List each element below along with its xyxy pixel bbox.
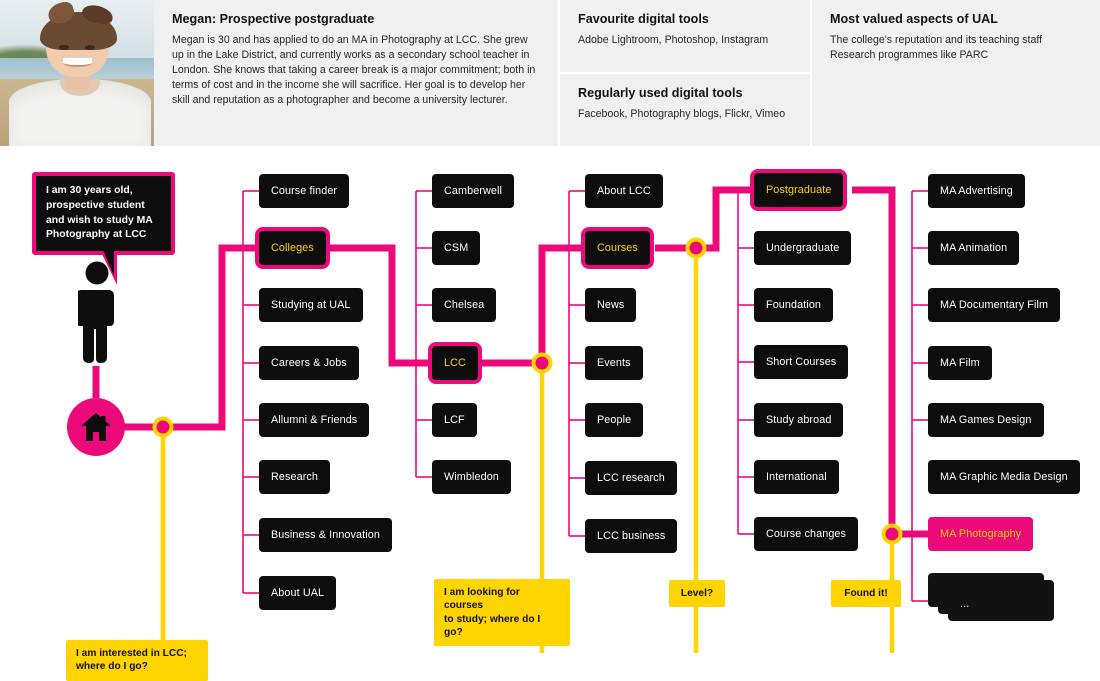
valued-aspects-panel: Most valued aspects of UAL The college's… xyxy=(812,0,1100,146)
junction-dot-3 xyxy=(685,237,707,259)
node-ma-documentary-film[interactable]: MA Documentary Film xyxy=(928,288,1061,322)
home-node[interactable] xyxy=(67,398,125,456)
node-wimbledon[interactable]: Wimbledon xyxy=(432,460,511,494)
node-foundation[interactable]: Foundation xyxy=(754,288,834,322)
valued-aspects-body: The college's reputation and its teachin… xyxy=(830,34,1043,62)
node-ma-film[interactable]: MA Film xyxy=(928,346,992,380)
path-home-to-colleges xyxy=(124,244,259,431)
callout-found-it: Found it! xyxy=(831,580,901,608)
node-courses[interactable]: Courses xyxy=(585,231,650,265)
node-alumni-and-friends[interactable]: Allumni & Friends xyxy=(259,403,370,437)
node-careers-and-jobs[interactable]: Careers & Jobs xyxy=(259,346,359,380)
callout-level: Level? xyxy=(669,580,725,608)
node-about-lcc[interactable]: About LCC xyxy=(585,174,663,208)
persona-summary-panel: Megan: Prospective postgraduate Megan is… xyxy=(154,0,558,146)
panel-divider-1 xyxy=(558,0,560,146)
node-postgraduate[interactable]: Postgraduate xyxy=(754,173,844,207)
valued-aspects-title: Most valued aspects of UAL xyxy=(830,12,998,26)
node-colleges[interactable]: Colleges xyxy=(259,231,326,265)
junction-dot-4 xyxy=(881,523,903,545)
node-study-abroad[interactable]: Study abroad xyxy=(754,403,844,437)
node-more-stack-front[interactable]: ... xyxy=(948,587,1054,621)
regular-tools-body: Facebook, Photography blogs, Flickr, Vim… xyxy=(578,108,786,121)
start-speech-bubble: I am 30 years old, prospective student a… xyxy=(32,172,175,256)
photo-smile xyxy=(63,58,93,68)
node-lcc[interactable]: LCC xyxy=(432,346,478,380)
node-lcc-business[interactable]: LCC business xyxy=(585,519,678,553)
junction-dots xyxy=(152,237,903,545)
path-courses-to-postgraduate xyxy=(655,186,754,252)
node-news[interactable]: News xyxy=(585,288,637,322)
node-chelsea[interactable]: Chelsea xyxy=(432,288,497,322)
favourite-tools-body: Adobe Lightroom, Photoshop, Instagram xyxy=(578,34,769,47)
node-undergraduate[interactable]: Undergraduate xyxy=(754,231,852,265)
node-people[interactable]: People xyxy=(585,403,644,437)
persona-header: Megan: Prospective postgraduate Megan is… xyxy=(0,0,1100,146)
node-csm[interactable]: CSM xyxy=(432,231,481,265)
node-about-ual[interactable]: About UAL xyxy=(259,576,337,610)
junction-dot-2 xyxy=(531,352,553,374)
photo-hair xyxy=(40,11,118,50)
node-lcf[interactable]: LCF xyxy=(432,403,477,437)
node-ma-animation[interactable]: MA Animation xyxy=(928,231,1020,265)
path-colleges-to-lcc xyxy=(327,244,432,367)
path-postgraduate-to-photography xyxy=(852,186,928,538)
panel-divider-2 xyxy=(810,0,812,146)
persona-description: Megan is 30 and has applied to do an MA … xyxy=(172,34,536,107)
node-lcc-research[interactable]: LCC research xyxy=(585,461,677,495)
node-research[interactable]: Research xyxy=(259,460,331,494)
thin-connectors xyxy=(242,190,928,602)
path-lcc-to-courses xyxy=(474,244,585,367)
junction-dot-1 xyxy=(152,416,174,438)
photo-eye-right xyxy=(84,45,96,50)
callout-interested-in-lcc: I am interested in LCC; where do I go? xyxy=(66,640,208,681)
photo-eye-left xyxy=(58,45,70,50)
node-course-changes[interactable]: Course changes xyxy=(754,517,859,551)
node-course-finder[interactable]: Course finder xyxy=(259,174,350,208)
node-events[interactable]: Events xyxy=(585,346,643,380)
node-ma-advertising[interactable]: MA Advertising xyxy=(928,174,1025,208)
digital-tools-panel: Favourite digital tools Adobe Lightroom,… xyxy=(560,0,810,146)
node-short-courses[interactable]: Short Courses xyxy=(754,345,849,379)
node-international[interactable]: International xyxy=(754,460,839,494)
node-studying-at-ual[interactable]: Studying at UAL xyxy=(259,288,363,322)
favourite-tools-block: Favourite digital tools Adobe Lightroom,… xyxy=(560,0,810,72)
person-icon xyxy=(78,261,114,363)
node-ma-games-design[interactable]: MA Games Design xyxy=(928,403,1044,437)
node-business-innovation[interactable]: Business & Innovation xyxy=(259,518,392,552)
speech-bubble-tail xyxy=(103,250,114,276)
node-camberwell[interactable]: Camberwell xyxy=(432,174,514,208)
node-ma-photography[interactable]: MA Photography xyxy=(928,517,1034,551)
node-ma-graphic-media-design[interactable]: MA Graphic Media Design xyxy=(928,460,1080,494)
favourite-tools-title: Favourite digital tools xyxy=(578,12,709,26)
journey-diagram: I am 30 years old, prospective student a… xyxy=(0,146,1100,681)
regular-tools-block: Regularly used digital tools Facebook, P… xyxy=(560,72,810,146)
persona-title: Megan: Prospective postgraduate xyxy=(172,12,375,26)
home-icon xyxy=(81,413,111,441)
regular-tools-title: Regularly used digital tools xyxy=(578,86,743,100)
question-connectors xyxy=(160,248,895,653)
connector-layer xyxy=(92,186,928,653)
callout-looking-for-courses: I am looking for courses to study; where… xyxy=(434,579,570,646)
persona-photo xyxy=(0,0,154,146)
